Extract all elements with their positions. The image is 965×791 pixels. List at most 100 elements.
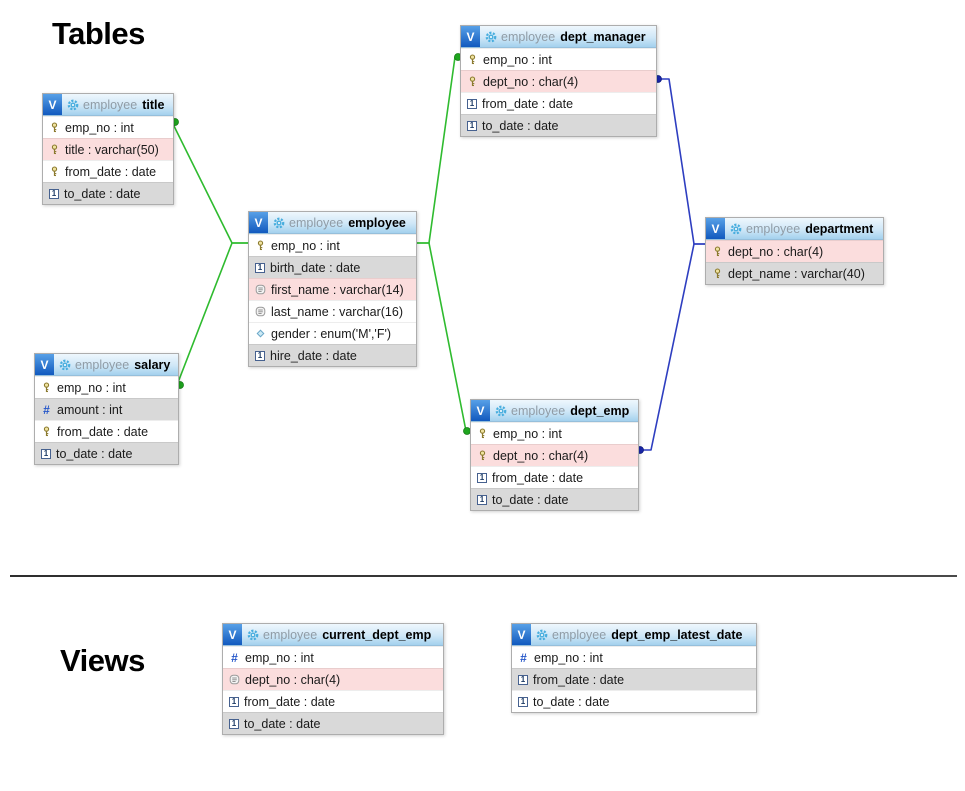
schema-name: employee xyxy=(746,221,801,236)
field-label: emp_no : int xyxy=(483,52,552,67)
key-icon xyxy=(467,54,478,65)
date-icon xyxy=(41,448,51,459)
field-row[interactable]: first_name : varchar(14) xyxy=(249,278,416,300)
field-row[interactable]: last_name : varchar(16) xyxy=(249,300,416,322)
field-row[interactable]: dept_no : char(4) xyxy=(461,70,656,92)
relation-dept-manager-department[interactable] xyxy=(655,78,705,245)
relation-employee-dept-manager[interactable] xyxy=(415,56,460,244)
field-label: to_date : date xyxy=(244,716,321,731)
table-header[interactable]: V employee department xyxy=(706,218,883,240)
table-employee[interactable]: V employee employee emp_no : int birth_d… xyxy=(248,211,417,367)
relation-title-employee[interactable] xyxy=(171,121,248,244)
designer-toggle-icon[interactable]: V xyxy=(706,218,725,239)
field-label: dept_name : varchar(40) xyxy=(728,266,865,281)
table-header[interactable]: V employee dept_emp_latest_date xyxy=(512,624,756,646)
table-header[interactable]: V employee dept_emp xyxy=(471,400,638,422)
field-label: from_date : date xyxy=(492,470,584,485)
field-row[interactable]: emp_no : int xyxy=(512,646,756,668)
field-label: amount : int xyxy=(57,402,123,417)
schema-name: employee xyxy=(511,403,566,418)
field-label: to_date : date xyxy=(492,492,569,507)
numeric-icon xyxy=(41,404,52,415)
designer-toggle-icon[interactable]: V xyxy=(471,400,490,421)
field-row[interactable]: emp_no : int xyxy=(223,646,443,668)
field-row[interactable]: emp_no : int xyxy=(35,376,178,398)
key-icon xyxy=(41,382,52,393)
table-dept-manager[interactable]: V employee dept_manager emp_no : int dep… xyxy=(460,25,657,137)
gear-icon xyxy=(247,629,259,641)
date-icon xyxy=(518,674,528,685)
view-dept-emp-latest-date[interactable]: V employee dept_emp_latest_date emp_no :… xyxy=(511,623,757,713)
field-row[interactable]: amount : int xyxy=(35,398,178,420)
enum-icon xyxy=(255,328,266,339)
field-label: emp_no : int xyxy=(493,426,562,441)
field-row[interactable]: to_date : date xyxy=(461,114,656,136)
designer-toggle-icon[interactable]: V xyxy=(461,26,480,47)
field-row[interactable]: to_date : date xyxy=(512,690,756,712)
field-row[interactable]: from_date : date xyxy=(461,92,656,114)
field-row[interactable]: from_date : date xyxy=(471,466,638,488)
table-department[interactable]: V employee department dept_no : char(4) … xyxy=(705,217,884,285)
field-row[interactable]: from_date : date xyxy=(223,690,443,712)
field-row[interactable]: emp_no : int xyxy=(43,116,173,138)
field-row[interactable]: title : varchar(50) xyxy=(43,138,173,160)
designer-toggle-icon[interactable]: V xyxy=(223,624,242,645)
table-name: salary xyxy=(134,357,171,372)
table-header[interactable]: V employee current_dept_emp xyxy=(223,624,443,646)
gear-icon xyxy=(730,223,742,235)
numeric-icon xyxy=(518,652,529,663)
field-label: last_name : varchar(16) xyxy=(271,304,404,319)
field-row[interactable]: from_date : date xyxy=(35,420,178,442)
field-row[interactable]: hire_date : date xyxy=(249,344,416,366)
date-icon xyxy=(477,494,487,505)
schema-name: employee xyxy=(552,627,607,642)
field-row[interactable]: birth_date : date xyxy=(249,256,416,278)
field-label: to_date : date xyxy=(533,694,610,709)
view-current-dept-emp[interactable]: V employee current_dept_emp emp_no : int… xyxy=(222,623,444,735)
gear-icon xyxy=(536,629,548,641)
gear-icon xyxy=(495,405,507,417)
field-label: from_date : date xyxy=(533,672,625,687)
relation-salary-employee[interactable] xyxy=(176,242,248,386)
field-label: dept_no : char(4) xyxy=(728,244,824,259)
table-header[interactable]: V employee dept_manager xyxy=(461,26,656,48)
field-label: from_date : date xyxy=(482,96,574,111)
date-icon xyxy=(467,98,477,109)
designer-toggle-icon[interactable]: V xyxy=(43,94,62,115)
field-row[interactable]: to_date : date xyxy=(471,488,638,510)
table-name: dept_emp_latest_date xyxy=(611,627,743,642)
field-row[interactable]: to_date : date xyxy=(43,182,173,204)
field-row[interactable]: gender : enum('M','F') xyxy=(249,322,416,344)
relation-employee-dept-emp[interactable] xyxy=(415,242,470,432)
field-row[interactable]: from_date : date xyxy=(43,160,173,182)
table-salary[interactable]: V employee salary emp_no : int amount : … xyxy=(34,353,179,465)
gear-icon xyxy=(67,99,79,111)
gear-icon xyxy=(59,359,71,371)
table-header[interactable]: V employee employee xyxy=(249,212,416,234)
field-label: hire_date : date xyxy=(270,348,357,363)
relation-dept-emp-department[interactable] xyxy=(637,243,705,451)
field-label: to_date : date xyxy=(64,186,141,201)
table-name: employee xyxy=(348,215,406,230)
designer-toggle-icon[interactable]: V xyxy=(512,624,531,645)
field-row[interactable]: dept_no : char(4) xyxy=(223,668,443,690)
designer-toggle-icon[interactable]: V xyxy=(249,212,268,233)
field-row[interactable]: from_date : date xyxy=(512,668,756,690)
field-label: to_date : date xyxy=(56,446,133,461)
field-row[interactable]: emp_no : int xyxy=(249,234,416,256)
field-row[interactable]: emp_no : int xyxy=(471,422,638,444)
field-row[interactable]: dept_no : char(4) xyxy=(471,444,638,466)
field-row[interactable]: to_date : date xyxy=(35,442,178,464)
table-title[interactable]: V employee title emp_no : int title : va… xyxy=(42,93,174,205)
field-row[interactable]: dept_no : char(4) xyxy=(706,240,883,262)
field-row[interactable]: to_date : date xyxy=(223,712,443,734)
table-dept-emp[interactable]: V employee dept_emp emp_no : int dept_no… xyxy=(470,399,639,511)
designer-toggle-icon[interactable]: V xyxy=(35,354,54,375)
schema-name: employee xyxy=(75,357,130,372)
schema-name: employee xyxy=(83,97,138,112)
field-row[interactable]: dept_name : varchar(40) xyxy=(706,262,883,284)
table-header[interactable]: V employee title xyxy=(43,94,173,116)
schema-name: employee xyxy=(501,29,556,44)
field-row[interactable]: emp_no : int xyxy=(461,48,656,70)
table-header[interactable]: V employee salary xyxy=(35,354,178,376)
